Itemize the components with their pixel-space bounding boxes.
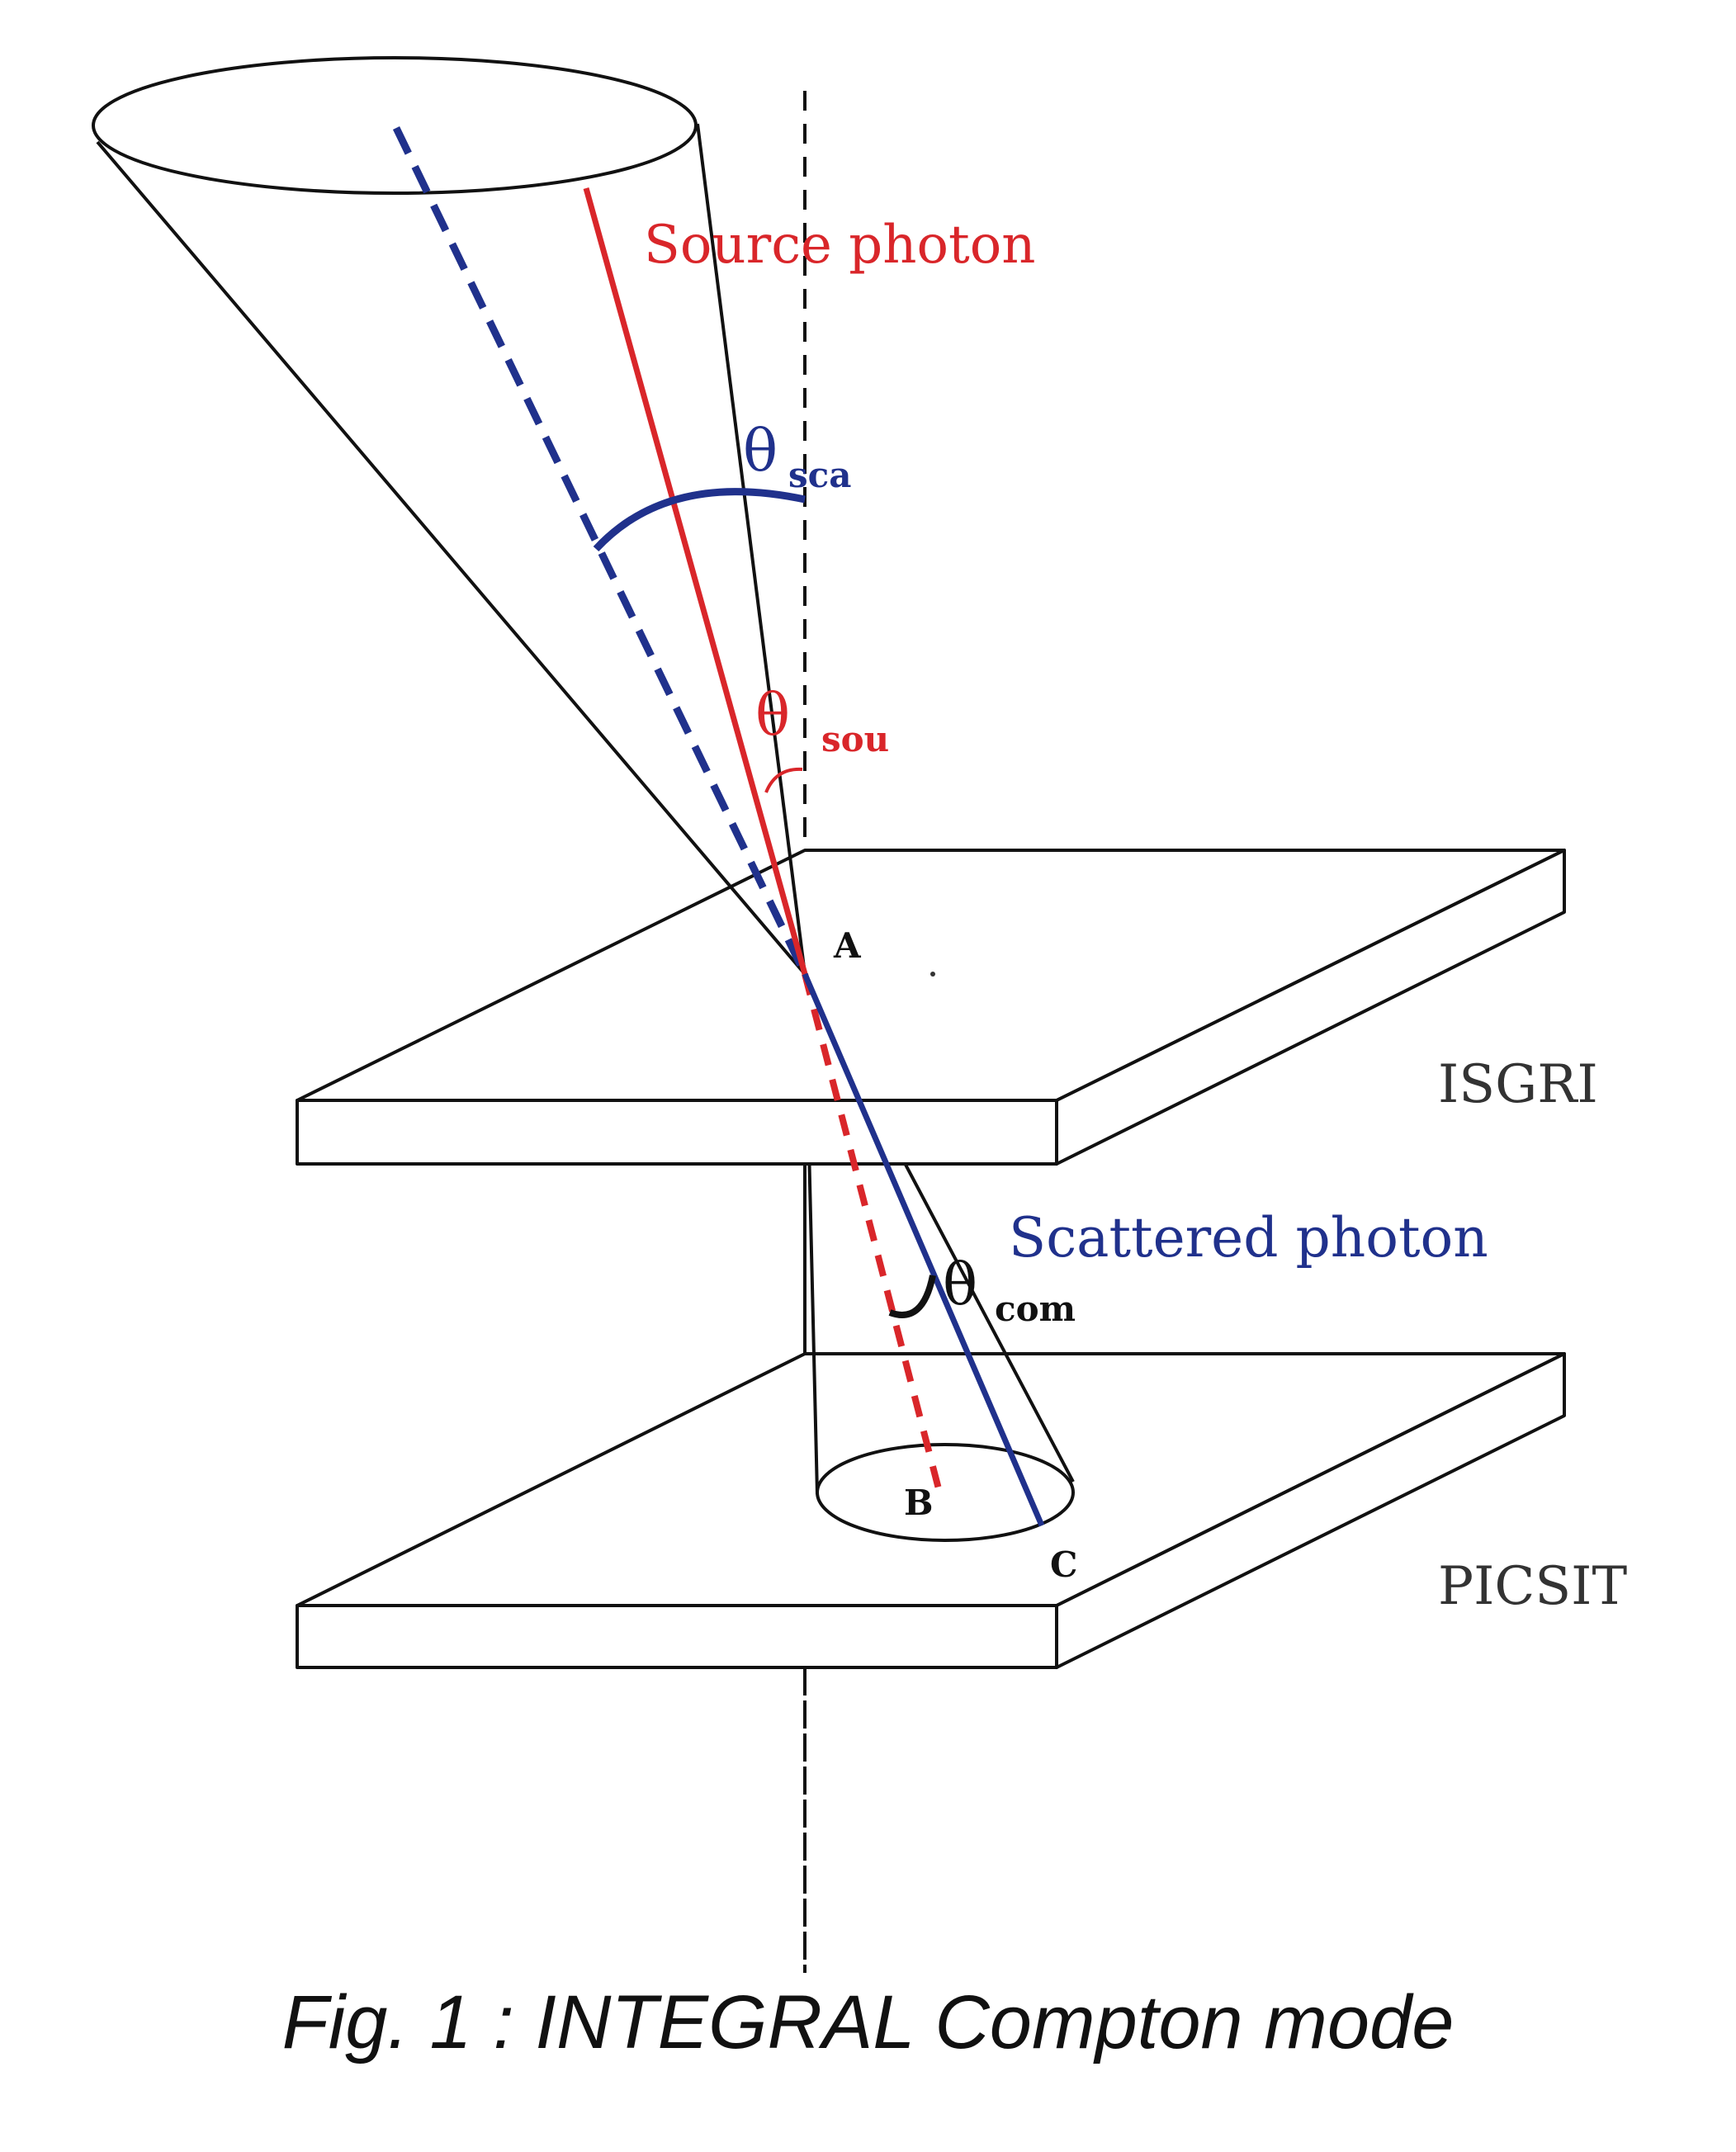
isgri-plate-side	[1055, 849, 1566, 1166]
stray-dot	[930, 972, 935, 977]
theta-com-arc	[888, 1275, 936, 1318]
point-c-label: C	[1050, 1544, 1077, 1585]
picsit-label: PICSIT	[1438, 1556, 1627, 1617]
isgri-plate	[296, 849, 1566, 1166]
figure-caption: Fig. 1 : INTEGRAL Compton mode	[281, 1980, 1455, 2065]
theta-sca-subscript: sca	[788, 455, 851, 495]
theta-sou-symbol: θ	[755, 681, 790, 749]
upper-source-cone	[92, 56, 807, 976]
upper-cone-left-edge	[96, 140, 807, 976]
source-photon-extension	[802, 972, 944, 1500]
source-photon-label: Source photon	[644, 215, 1035, 276]
point-b-label: B	[904, 1483, 934, 1523]
theta-com-subscript: com	[995, 1289, 1076, 1329]
picsit-plate-side	[1055, 1352, 1566, 1669]
upper-cone-right-edge	[696, 123, 807, 975]
scattered-photon-label: Scattered photon	[1009, 1206, 1488, 1270]
source-photon-line	[583, 187, 808, 975]
theta-sou-subscript: sou	[821, 719, 889, 759]
theta-sca-symbol: θ	[743, 417, 778, 485]
isgri-plate-front	[296, 1099, 1058, 1166]
picsit-plate-front	[296, 1604, 1058, 1669]
point-a-label: A	[833, 925, 862, 966]
theta-com-symbol: θ	[943, 1251, 977, 1318]
upper-cone-ellipse	[92, 56, 698, 195]
theta-sou-arc	[764, 767, 803, 793]
lower-cone-ellipse	[816, 1443, 1075, 1542]
isgri-label: ISGRI	[1438, 1054, 1598, 1115]
cone-axis-dashed	[392, 126, 809, 976]
theta-sca-arc	[593, 488, 806, 552]
scattered-photon-line	[802, 972, 1045, 1527]
